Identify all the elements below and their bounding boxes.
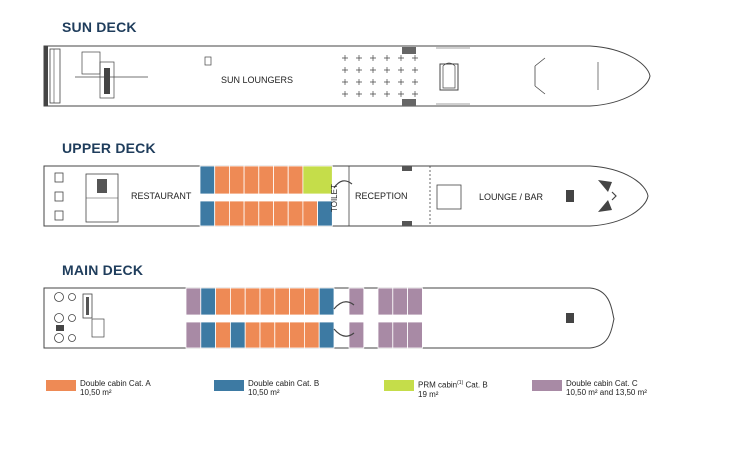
upper-deck-title: UPPER DECK <box>62 140 156 156</box>
sun-deck-title: SUN DECK <box>62 19 137 35</box>
restaurant-label: RESTAURANT <box>131 191 192 201</box>
cabin-main-top <box>303 287 320 316</box>
cabin-upper-top <box>302 165 333 195</box>
sun-deck-plan <box>43 45 651 107</box>
sun-lounger-mark <box>398 55 404 61</box>
sun-lounger-mark <box>412 79 418 85</box>
cabin-main-bottom <box>318 321 335 349</box>
legend-swatch-prm-b <box>384 380 414 391</box>
sun-lounger-mark <box>356 79 362 85</box>
legend-swatch-cat-c <box>532 380 562 391</box>
legend-size-cat-c: 10,50 m² and 13,50 m² <box>566 388 647 397</box>
legend-item-cat-b: Double cabin Cat. B 10,50 m² <box>214 379 319 397</box>
legend-size-cat-a: 10,50 m² <box>80 388 112 397</box>
cabin-main-bottom <box>289 321 305 349</box>
cabin-main-bottom <box>244 321 261 349</box>
cabin-main-bottom <box>303 321 320 349</box>
toilet-label: TOILET <box>330 184 339 212</box>
cabin-upper-top <box>273 165 289 195</box>
legend-name-cat-b: Double cabin Cat. B <box>248 379 320 388</box>
sun-lounger-mark <box>412 55 418 61</box>
upper-deck-plan <box>43 165 649 227</box>
sun-loungers-label: SUN LOUNGERS <box>221 75 294 85</box>
cabin-upper-bottom <box>273 200 289 227</box>
legend-name-cat-c: Double cabin Cat. C <box>566 379 638 388</box>
sun-lounger-mark <box>370 79 376 85</box>
sun-lounger-mark <box>384 67 390 73</box>
cabin-upper-top <box>243 165 260 195</box>
legend-item-prm-b: PRM cabin(1) Cat. B 19 m² <box>384 379 488 399</box>
sun-lounger-mark <box>342 79 348 85</box>
cabin-main-top <box>289 287 305 316</box>
sun-lounger-mark <box>384 79 390 85</box>
cabin-main-top-aft <box>392 287 408 316</box>
sun-lounger-mark <box>342 67 348 73</box>
lounge-bar-label: LOUNGE / BAR <box>479 192 544 202</box>
cabin-main-top-aft <box>348 287 365 316</box>
cabin-main-top-aft <box>377 287 394 316</box>
cabin-upper-bottom <box>243 200 260 227</box>
legend-size-prm-b: 19 m² <box>418 389 439 399</box>
sun-lounger-mark <box>398 67 404 73</box>
sun-lounger-mark <box>370 91 376 97</box>
cabin-main-top <box>200 287 217 316</box>
sun-lounger-mark <box>412 91 418 97</box>
sun-lounger-mark <box>356 55 362 61</box>
main-deck-title: MAIN DECK <box>62 262 144 278</box>
cabin-main-bottom <box>259 321 276 349</box>
cabin-upper-top <box>258 165 274 195</box>
sun-lounger-grid <box>342 55 418 97</box>
cabin-upper-top <box>287 165 304 195</box>
cabin-main-top-aft <box>407 287 423 316</box>
cabin-main-bottom <box>185 321 202 349</box>
cabin-main-top <box>185 287 202 316</box>
cabin-upper-top <box>214 165 230 195</box>
cabin-main-top <box>215 287 231 316</box>
sun-lounger-mark <box>342 55 348 61</box>
sun-lounger-mark <box>384 55 390 61</box>
cabin-main-bottom <box>274 321 290 349</box>
cabin-upper-bottom <box>199 200 216 227</box>
main-deck-plan <box>43 287 615 349</box>
cabin-main-bottom <box>229 321 246 349</box>
cabin-upper-bottom <box>228 200 245 227</box>
legend-name-prm-b: PRM cabin(1) Cat. B <box>418 380 488 390</box>
cabin-upper-bottom <box>258 200 274 227</box>
sun-lounger-mark <box>412 67 418 73</box>
cabin-upper-bottom <box>317 200 333 227</box>
cabin-main-top <box>229 287 246 316</box>
cabin-upper-top <box>228 165 245 195</box>
sun-lounger-mark <box>370 67 376 73</box>
reception-label: RECEPTION <box>355 191 408 201</box>
cabin-main-top <box>259 287 276 316</box>
cabin-main-bottom-aft <box>377 321 394 349</box>
cabin-upper-bottom <box>302 200 318 227</box>
sun-lounger-mark <box>398 91 404 97</box>
cabin-main-bottom <box>215 321 231 349</box>
legend-item-cat-a: Double cabin Cat. A 10,50 m² <box>46 379 151 397</box>
legend-name-cat-a: Double cabin Cat. A <box>80 379 151 388</box>
legend-item-cat-c: Double cabin Cat. C 10,50 m² and 13,50 m… <box>532 379 647 397</box>
sun-lounger-mark <box>384 91 390 97</box>
cabin-main-bottom-aft <box>407 321 423 349</box>
cabin-main-top <box>244 287 261 316</box>
sun-lounger-mark <box>356 67 362 73</box>
cabin-main-bottom-aft <box>348 321 365 349</box>
cabin-main-top <box>274 287 290 316</box>
sun-lounger-mark <box>370 55 376 61</box>
legend-swatch-cat-a <box>46 380 76 391</box>
sun-lounger-mark <box>342 91 348 97</box>
sun-lounger-mark <box>356 91 362 97</box>
legend-swatch-cat-b <box>214 380 244 391</box>
cabin-upper-bottom <box>214 200 230 227</box>
cabin-upper-top <box>199 165 216 195</box>
legend-size-cat-b: 10,50 m² <box>248 388 280 397</box>
cabin-main-top <box>318 287 335 316</box>
sun-lounger-mark <box>398 79 404 85</box>
cabin-main-bottom-aft <box>392 321 408 349</box>
cabin-upper-bottom <box>287 200 304 227</box>
cabin-main-bottom <box>200 321 217 349</box>
